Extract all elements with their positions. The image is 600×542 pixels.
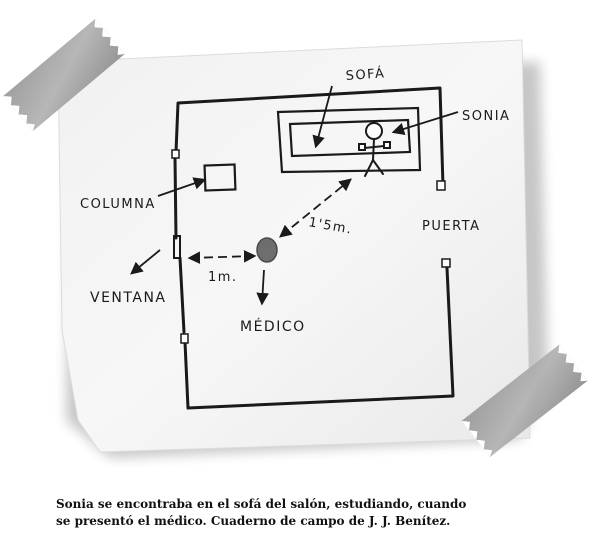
label-sonia: SONIA — [462, 109, 510, 124]
sofa-label-arrow — [312, 85, 333, 149]
label-distance-window: 1m. — [208, 270, 238, 285]
medico-label-arrow — [256, 269, 269, 306]
sonia-label-arrow — [391, 111, 459, 136]
doctor-marker — [256, 237, 278, 263]
ventana-label-arrow — [130, 249, 161, 275]
field-notebook-sketch: SOFÁ SONIA COLUMNA VENTANA 1m. 1'5m. MÉD… — [3, 18, 588, 458]
label-sofa: SOFÁ — [345, 65, 386, 84]
caption-line-2: se presentó el médico. Cuaderno de campo… — [56, 514, 451, 528]
wall-markers — [171, 149, 451, 344]
room-walls — [173, 86, 455, 410]
tape-bottom-right — [461, 344, 588, 458]
label-columna: COLUMNA — [80, 197, 156, 212]
sofa-symbol — [276, 106, 422, 174]
label-puerta: PUERTA — [422, 219, 480, 234]
distance-sofa-arrow — [279, 178, 352, 238]
sonia-stick-figure — [358, 122, 391, 177]
annotation-arrows — [130, 85, 459, 306]
tape-top-left — [3, 18, 125, 132]
distance-window-arrow — [187, 250, 257, 264]
window-symbol — [173, 235, 181, 259]
label-medico: MÉDICO — [240, 318, 306, 335]
paper-sheet — [57, 39, 531, 453]
figure-caption: Sonia se encontraba en el sofá del salón… — [56, 496, 576, 530]
caption-line-1: Sonia se encontraba en el sofá del salón… — [56, 497, 467, 511]
label-ventana: VENTANA — [90, 290, 167, 306]
columna-label-arrow — [157, 177, 207, 197]
